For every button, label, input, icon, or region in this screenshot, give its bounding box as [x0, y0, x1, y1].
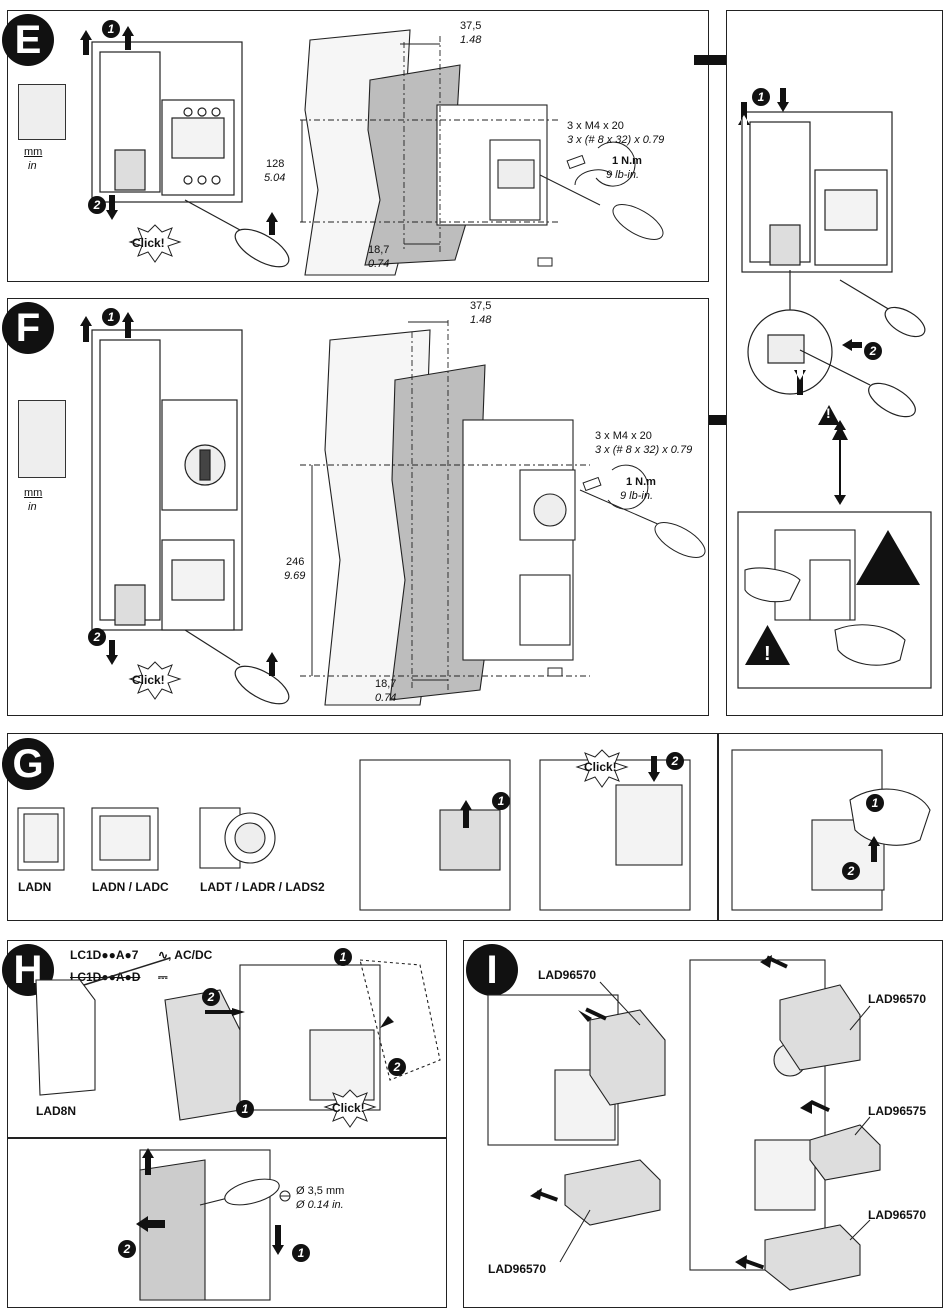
panel-h-dc-symbol: ⎓	[158, 970, 168, 984]
panel-f-thumbnail	[18, 400, 66, 478]
panel-f-dim-bottom-in: 0.74	[375, 692, 397, 704]
panel-f-screw-spec: 3 x M4 x 20	[595, 430, 652, 442]
panel-h-step1-a: 1	[334, 948, 352, 966]
panel-h-part: LAD8N	[36, 1104, 77, 1118]
panel-h-divider	[7, 1137, 447, 1139]
panel-e-unit-mm: mm	[24, 146, 43, 158]
panel-f-torque-nm: 1 N.m	[626, 476, 656, 488]
panel-i-badge: I	[466, 944, 518, 996]
panel-f-dim-vert-mm: 246	[286, 556, 305, 568]
panel-i-part-c: LAD96570	[868, 992, 927, 1006]
panel-i-part-d: LAD96575	[868, 1104, 927, 1118]
panel-e-unit-in: in	[28, 160, 37, 172]
panel-h-click: Click!	[332, 1101, 365, 1115]
panel-i-part-b: LAD96570	[488, 1262, 547, 1276]
panel-f-badge: F	[2, 302, 54, 354]
panel-g-step2-a: 2	[666, 752, 684, 770]
panel-h-ac-dc: ∿, AC/DC	[158, 948, 213, 962]
panel-e-screw-spec-in: 3 x (# 8 x 32) x 0.79	[567, 134, 665, 146]
panel-h-dia-in: Ø 0.14 in.	[296, 1199, 344, 1211]
panel-e-screw-spec: 3 x M4 x 20	[567, 120, 624, 132]
panel-f-step2: 2	[88, 628, 106, 646]
panel-h-step1-b: 1	[236, 1100, 254, 1118]
panel-e-click: Click!	[132, 236, 165, 250]
panel-g-divider	[717, 733, 719, 921]
panel-e-dim-top-mm: 37,5	[460, 20, 482, 32]
panel-f-screw-spec-in: 3 x (# 8 x 32) x 0.79	[595, 444, 693, 456]
panel-e-torque-nm: 1 N.m	[612, 155, 642, 167]
panel-f-dim-top-in: 1.48	[470, 314, 492, 326]
panel-i-part-e: LAD96570	[868, 1208, 927, 1222]
panel-i-part-a: LAD96570	[538, 968, 597, 982]
panel-g-step1-b: 1	[866, 794, 884, 812]
panel-h-dia-mm: Ø 3,5 mm	[296, 1185, 345, 1197]
panel-h-step2-c: 2	[118, 1240, 136, 1258]
panel-e-dim-vert-mm: 128	[266, 158, 285, 170]
panel-f-torque-lb: 9 lb-in.	[620, 490, 654, 502]
panel-g-label-ladn: LADN	[18, 880, 52, 894]
panel-h-step1-c: 1	[292, 1244, 310, 1262]
panel-h-code-dc: LC1D●●A●D	[70, 970, 141, 984]
panel-e-dim-top-in: 1.48	[460, 34, 482, 46]
panel-e-dim-bottom-mm: 18,7	[368, 244, 390, 256]
panel-g-step2-b: 2	[842, 862, 860, 880]
panel-e-dim-bottom-in: 0.74	[368, 258, 390, 270]
panel-h-code-ac: LC1D●●A●7	[70, 948, 139, 962]
panel-g-step1-a: 1	[492, 792, 510, 810]
panel-f-step1: 1	[102, 308, 120, 326]
panel-h-step2-b: 2	[388, 1058, 406, 1076]
panel-f-click: Click!	[132, 673, 165, 687]
panel-f-unit-in: in	[28, 501, 37, 513]
panel-f	[7, 298, 709, 716]
panel-e-badge: E	[2, 14, 54, 66]
panel-g-badge: G	[2, 738, 54, 790]
panel-e-step2: 2	[88, 196, 106, 214]
panel-e-thumbnail	[18, 84, 66, 140]
panel-g-click: Click!	[584, 760, 617, 774]
panel-e-dim-vert-in: 5.04	[264, 172, 286, 184]
side-step2: 2	[864, 342, 882, 360]
panel-f-dim-top-mm: 37,5	[470, 300, 492, 312]
side-step1: 1	[752, 88, 770, 106]
panel-f-dim-bottom-mm: 18,7	[375, 678, 397, 690]
panel-e-step1: 1	[102, 20, 120, 38]
panel-h-step2-a: 2	[202, 988, 220, 1006]
panel-h	[7, 940, 447, 1308]
panel-h-badge: H	[2, 944, 54, 996]
panel-e-torque-lb: 9 lb-in.	[606, 169, 640, 181]
panel-g-label-ladn-ladc: LADN / LADC	[92, 880, 169, 894]
panel-f-dim-vert-in: 9.69	[284, 570, 306, 582]
panel-side	[726, 10, 943, 716]
panel-g-label-ladt: LADT / LADR / LADS2	[200, 880, 325, 894]
panel-f-unit-mm: mm	[24, 487, 43, 499]
